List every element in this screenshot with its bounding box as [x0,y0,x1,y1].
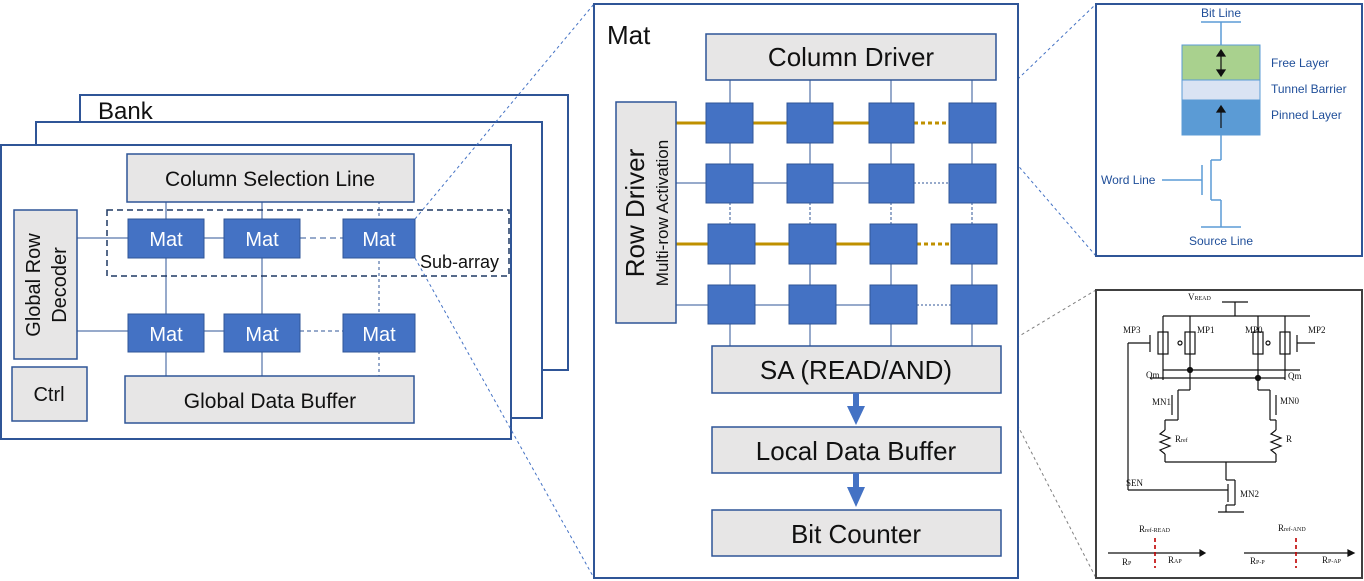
sen-label: SEN [1126,478,1144,488]
mtj-wiring [1162,21,1241,228]
cell-r3-c2 [788,223,837,265]
cell-r1-c2 [786,102,834,144]
word-line-label: Word Line [1101,173,1156,187]
bank-mat-2 [223,218,301,259]
bank-mat-1 [127,218,205,259]
source-line-label: Source Line [1189,234,1253,248]
global-row-decoder-label-2: Decoder [49,247,71,323]
tunnel-barrier-label: Tunnel Barrier [1271,82,1347,96]
global-row-decoder-box [13,209,78,360]
bank-mat-4 [127,313,205,353]
bank-mat-6 [342,313,416,353]
sa-circuit-panel [1095,289,1363,579]
sa-circuit-labels: VREAD MP3 MP1 MP0 MP2 Qm Qm MN1 MN0 Rref… [1122,292,1342,567]
bank-title: Bank [98,98,154,125]
mat-cell-array [705,102,998,325]
cell-r4-c3 [869,284,918,325]
global-data-buffer-label: Global Data Buffer [184,390,356,413]
mp2-label: MP2 [1308,325,1326,335]
global-row-decoder-label-1: Global Row [23,233,45,337]
cell-r2-c3 [868,163,915,204]
qm-right-label: Qm [1288,371,1302,381]
bank-mat-5 [223,313,301,353]
cell-r4-c2 [788,284,837,325]
column-driver-box [705,33,997,81]
cell-r1-c1 [705,102,754,144]
arrow-buffer-to-counter [847,473,865,507]
cell-r2-c4 [948,163,997,204]
cell-r4-c1 [707,284,756,325]
bank-mat-3-label: Mat [362,229,396,251]
cell-r1-c4 [948,102,997,144]
column-driver-label: Column Driver [768,42,934,72]
row-driver-label: Row Driver [620,148,650,277]
rref-label: Rref [1175,434,1188,444]
bank-mat-6-label: Mat [362,324,396,346]
ctrl-box [11,366,88,422]
free-layer-label: Free Layer [1271,56,1329,70]
bank-mat-1-label: Mat [149,229,183,251]
sub-array-outline [106,209,510,277]
bank-mat-4-label: Mat [149,324,183,346]
r-label: R [1286,434,1292,444]
sa-label: SA (READ/AND) [760,355,952,385]
bit-counter-label: Bit Counter [791,519,921,549]
bit-counter-box [711,509,1002,557]
cell-r2-c1 [705,163,754,204]
rap-label: RAP [1168,555,1182,565]
ref-and-label: Rref-AND [1278,523,1306,533]
vread-label: VREAD [1188,292,1212,302]
cell-r3-c3 [869,223,918,265]
column-selection-line-label: Column Selection Line [165,168,375,191]
mp3-label: MP3 [1123,325,1141,335]
multi-row-activation-label: Multi-row Activation [653,140,672,286]
qm-left-label: Qm [1146,370,1160,380]
activated-row-lines [676,121,951,246]
cell-r3-c1 [707,223,756,265]
cell-r1-c3 [868,102,915,144]
mp0-label: MP0 [1245,325,1263,335]
rpp-label: RP-P [1250,556,1265,566]
mp1-label: MP1 [1197,325,1215,335]
tunnel-barrier [1181,79,1261,101]
mn2-label: MN2 [1240,489,1259,499]
mn1-label: MN1 [1152,397,1171,407]
magnetization-arrows [1215,48,1227,128]
cell-r2-c2 [786,163,834,204]
ctrl-label: Ctrl [33,384,64,406]
mat-panel-title: Mat [607,20,651,50]
arrow-sa-to-buffer [847,393,865,425]
sub-array-label: Sub-array [420,252,499,272]
row-driver-box [615,101,677,324]
column-selection-line-box [126,153,415,203]
global-data-buffer-box [124,375,415,424]
rpap-label: RP-AP [1322,555,1342,565]
bank-mat-3 [342,218,416,259]
local-data-buffer-label: Local Data Buffer [756,436,957,466]
bit-line-label: Bit Line [1201,6,1241,20]
sa-box [711,345,1002,394]
pinned-layer-label: Pinned Layer [1271,108,1342,122]
ref-read-label: Rref-READ [1139,524,1171,534]
mn0-label: MN0 [1280,396,1300,406]
bank-mat-2-label: Mat [245,229,279,251]
bank-mat-5-label: Mat [245,324,279,346]
reference-markers [1154,538,1297,568]
rp-label: RP [1122,557,1132,567]
cell-r4-c4 [950,284,998,325]
inactive-row-lines [676,182,951,306]
cell-r3-c4 [950,223,998,265]
